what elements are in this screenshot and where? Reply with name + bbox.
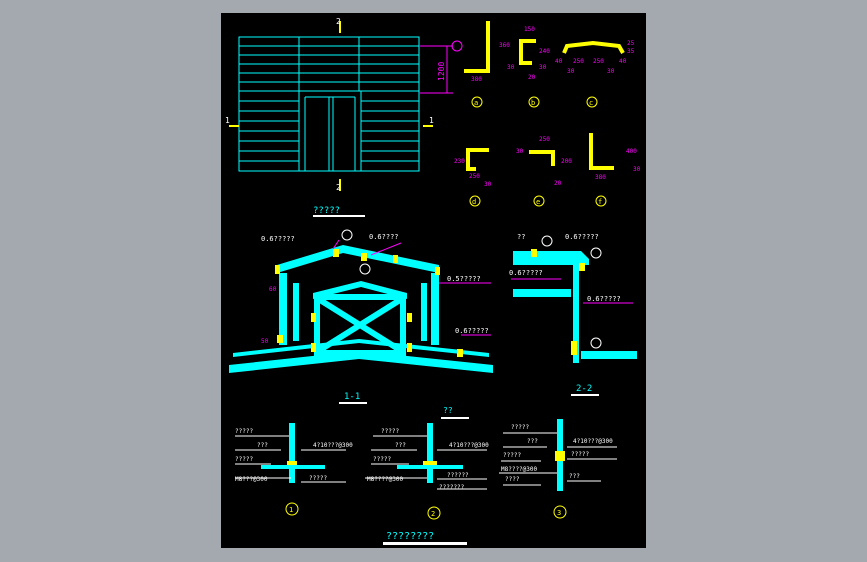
section11-dim-50: 50 [261, 338, 269, 345]
detail-1: ????? ??? ????? M8???@300 4?10???@300 ??… [235, 423, 353, 516]
section-mark-right-bar [423, 125, 433, 127]
elevation-dimension [419, 40, 463, 94]
svg-text:?????: ????? [381, 428, 399, 435]
section11-dim-60: 60 [269, 286, 277, 293]
section11-title: 1-1 [344, 392, 360, 402]
detail-3-number: 3 [557, 509, 561, 517]
svg-text:250: 250 [539, 136, 550, 143]
detail-2-number: 2 [431, 510, 435, 518]
svg-text:35: 35 [627, 48, 635, 55]
section11-label-1: 0.6????? [261, 235, 295, 243]
section11-label-2: 0.6???? [369, 233, 399, 241]
svg-text:250: 250 [593, 58, 604, 65]
svg-text:250: 250 [469, 173, 480, 180]
cad-drawing: 1 1 2 2 1200 ????? 380 360 30 a 150 240 … [225, 17, 641, 545]
section22-label-2: 0.6????? [565, 233, 599, 241]
svg-text:380: 380 [471, 76, 482, 83]
elevation-view [238, 36, 420, 172]
svg-text:40: 40 [555, 58, 563, 65]
svg-text:150: 150 [524, 26, 535, 33]
section-mark-left: 1 [225, 116, 230, 125]
svg-text:???: ??? [527, 438, 538, 445]
section-mark-top-bar [339, 21, 341, 33]
section22-title: 2-2 [576, 384, 592, 394]
svg-text:????: ???? [505, 476, 520, 483]
section22-label-1: ?? [517, 233, 525, 241]
dim-1200: 1200 [437, 62, 446, 81]
svg-text:400: 400 [626, 148, 637, 155]
svg-text:?????: ????? [309, 475, 327, 482]
sheet-title: ???????? [386, 531, 434, 542]
detail-1-number: 1 [289, 506, 293, 514]
profile-f: 380 400 30 f [589, 133, 641, 207]
svg-text:M8????@300: M8????@300 [367, 476, 404, 483]
profile-a: 380 360 30 a [464, 21, 515, 108]
svg-text:380: 380 [595, 174, 606, 181]
section-mark-bottom-bar [339, 179, 341, 191]
section-2-2: ?? 0.6????? 0.6????? 0.6????? 2-2 [509, 233, 637, 396]
section-mark-bottom: 2 [336, 183, 341, 192]
svg-text:???: ??? [257, 442, 268, 449]
svg-text:30: 30 [539, 64, 547, 71]
profile-d: 230 250 30 d [454, 148, 492, 207]
drawing-sheet: 1 1 2 2 1200 ????? 380 360 30 a 150 240 … [221, 13, 646, 548]
svg-text:4?10???@300: 4?10???@300 [573, 438, 613, 445]
svg-text:40: 40 [619, 58, 627, 65]
profile-b-label: b [531, 99, 535, 107]
section11-label-4: 0.6????? [455, 327, 489, 335]
section-1-1: 0.6????? 0.6???? 0.5????? 0.6????? 60 50… [229, 229, 493, 404]
svg-text:360: 360 [499, 42, 510, 49]
section-mark-left-bar [229, 125, 239, 127]
section22-label-3: 0.6????? [509, 269, 543, 277]
section-mark-top: 2 [336, 17, 341, 26]
svg-text:20: 20 [554, 180, 562, 187]
svg-text:?????: ????? [571, 451, 589, 458]
svg-text:?????: ????? [235, 428, 253, 435]
svg-text:200: 200 [561, 158, 572, 165]
profile-e: 30 250 200 20 e [516, 136, 572, 207]
svg-text:25: 25 [627, 40, 635, 47]
svg-text:M8????@300: M8????@300 [501, 466, 538, 473]
svg-text:30: 30 [516, 148, 524, 155]
profile-b: 150 240 30 20 b [519, 26, 550, 108]
svg-text:?????: ????? [235, 456, 253, 463]
svg-text:???: ??? [569, 473, 580, 480]
svg-text:30: 30 [507, 64, 515, 71]
details-title-underline [441, 417, 469, 419]
svg-text:4?10???@300: 4?10???@300 [313, 442, 353, 449]
svg-text:?????: ????? [503, 452, 521, 459]
svg-text:20: 20 [528, 74, 536, 81]
svg-text:240: 240 [539, 48, 550, 55]
svg-text:230: 230 [454, 158, 465, 165]
svg-text:30: 30 [484, 181, 492, 188]
details-title: ?? [443, 406, 453, 415]
profile-e-label: e [536, 198, 540, 206]
detail-2: ????? ??? ????? M8????@300 4?10???@300 ?… [365, 423, 489, 520]
svg-text:??????: ?????? [447, 472, 469, 479]
section-marks: 1 1 2 2 [225, 17, 434, 192]
section22-label-4: 0.6????? [587, 295, 621, 303]
profile-f-label: f [598, 198, 602, 206]
elevation-title-underline [313, 215, 365, 217]
svg-text:?????: ????? [511, 424, 529, 431]
svg-text:250: 250 [573, 58, 584, 65]
section-mark-right: 1 [429, 116, 434, 125]
svg-text:?????: ????? [373, 456, 391, 463]
detail-3: ????? ??? ????? M8????@300 ???? 4?10???@… [499, 419, 617, 519]
section11-label-3: 0.5????? [447, 275, 481, 283]
profile-d-label: d [472, 198, 476, 206]
svg-text:M8???@300: M8???@300 [235, 476, 268, 483]
svg-text:30: 30 [607, 68, 615, 75]
svg-text:???????: ??????? [439, 484, 465, 491]
profile-c-label: c [589, 99, 593, 107]
svg-text:4?10???@300: 4?10???@300 [449, 442, 489, 449]
elevation-title: ????? [313, 206, 340, 216]
svg-text:30: 30 [567, 68, 575, 75]
sheet-title-underline [383, 542, 467, 545]
svg-text:30: 30 [633, 166, 641, 173]
svg-text:???: ??? [395, 442, 406, 449]
callout-circle [451, 40, 463, 52]
profile-c: 40 250 250 40 30 30 25 35 c [555, 40, 635, 108]
profile-a-label: a [474, 99, 478, 107]
